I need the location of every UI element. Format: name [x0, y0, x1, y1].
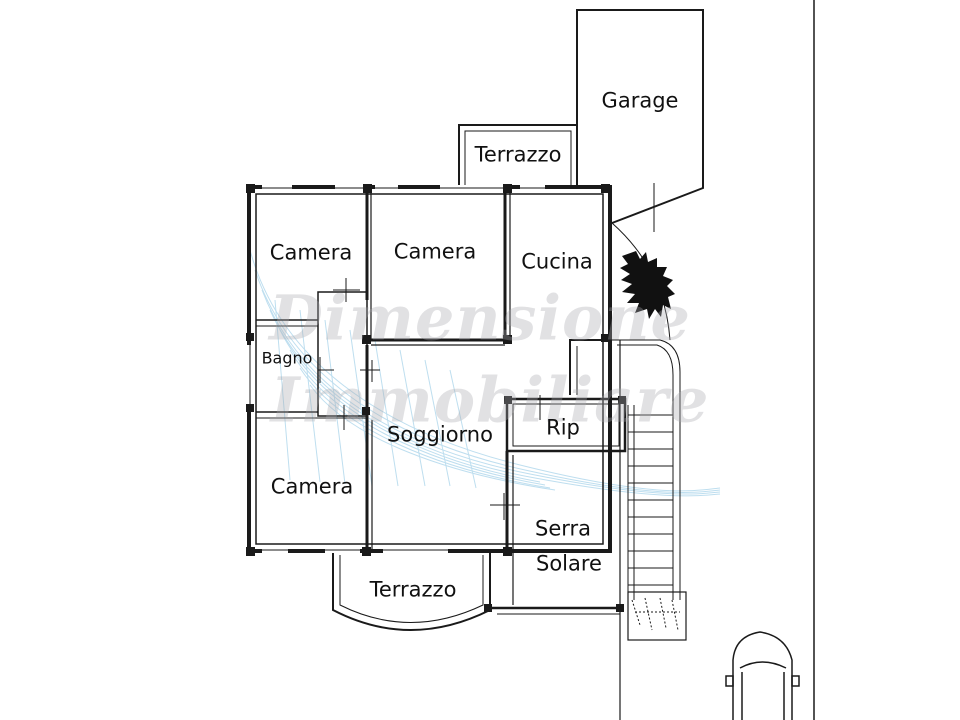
room-label-garage: Garage [601, 88, 679, 113]
room-label-serra-line1: Serra [534, 516, 592, 541]
room-label-rip: Rip [546, 415, 580, 440]
room-label-cucina: Cucina [521, 249, 593, 274]
garage-outline [576, 9, 704, 232]
door-marks [318, 278, 541, 430]
room-label-terrazzo-top: Terrazzo [474, 142, 562, 167]
room-label-serra-line2: Solare [536, 551, 602, 576]
car-icon [725, 631, 800, 720]
watermark-line-2: Immobiliare [270, 363, 710, 437]
watermark-line-1: Dimensione [269, 281, 691, 355]
interior-walls [256, 190, 627, 605]
room-label-terrazzo-bottom: Terrazzo [369, 577, 457, 602]
plant-icon [620, 251, 675, 319]
windows [247, 185, 545, 553]
exterior-staircase [611, 222, 687, 641]
room-label-camera-1: Camera [269, 240, 353, 265]
room-label-bagno: Bagno [261, 348, 313, 368]
room-label-camera-2: Camera [393, 239, 477, 264]
room-label-camera-3: Camera [270, 474, 354, 499]
room-label-soggiorno: Soggiorno [387, 422, 493, 447]
watermark-pattern [249, 249, 721, 497]
bottom-terrace-outline [332, 553, 491, 631]
serra-outline [489, 551, 620, 615]
